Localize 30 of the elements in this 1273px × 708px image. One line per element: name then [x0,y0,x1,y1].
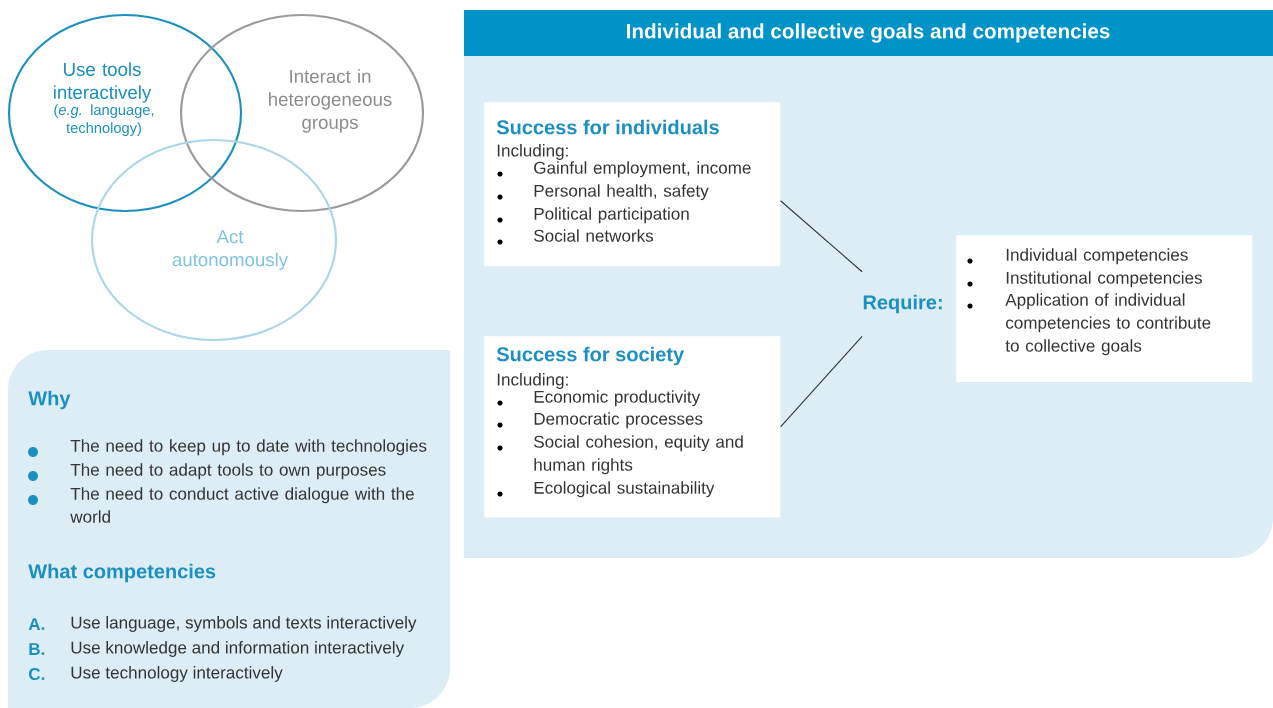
header-bar: Individual and collective goals and competencies [464,10,1273,56]
list-item: Economic productivity [497,390,701,407]
list-item: Political participation [497,207,689,224]
subheading: Including: [497,373,568,389]
connector-line [780,200,863,273]
list-item: The need to adapt tools to own purposes [28,463,386,481]
list-item: Personal health, safety [497,184,709,201]
list-letter: B. [29,643,45,655]
list-item: The need to keep up to date with technologies [28,439,427,457]
list-item: Use knowledge and information interactively [71,641,405,657]
list-item: Use language, symbols and texts interactively [71,616,417,632]
list-letter: A. [28,618,45,630]
list-item: Social cohesion, equity and human rights [497,435,743,475]
list-letter: C. [28,667,45,681]
heading: Why [28,390,71,410]
list-item: Ecological sustainability [497,481,715,498]
list-item: Use technology interactively [71,666,283,682]
heading: Success for society [496,346,684,366]
connector-line [780,335,863,428]
heading: What competencies [28,563,216,583]
list-item: Individual competencies [967,248,1188,265]
heading: Success for individuals [496,119,719,135]
list-item: Democratic processes [497,412,703,429]
list-item: The need to conduct active dialogue with the world [28,487,414,523]
connector-label: Require: [863,294,942,314]
list-item: Social networks [497,229,654,245]
subheading: Including: [497,144,568,160]
list-item: Institutional competencies [967,271,1202,288]
list-item: Gainful employment, income [497,161,751,178]
list-item: Application of individual competencies to contribute to collective goals [967,293,1211,356]
